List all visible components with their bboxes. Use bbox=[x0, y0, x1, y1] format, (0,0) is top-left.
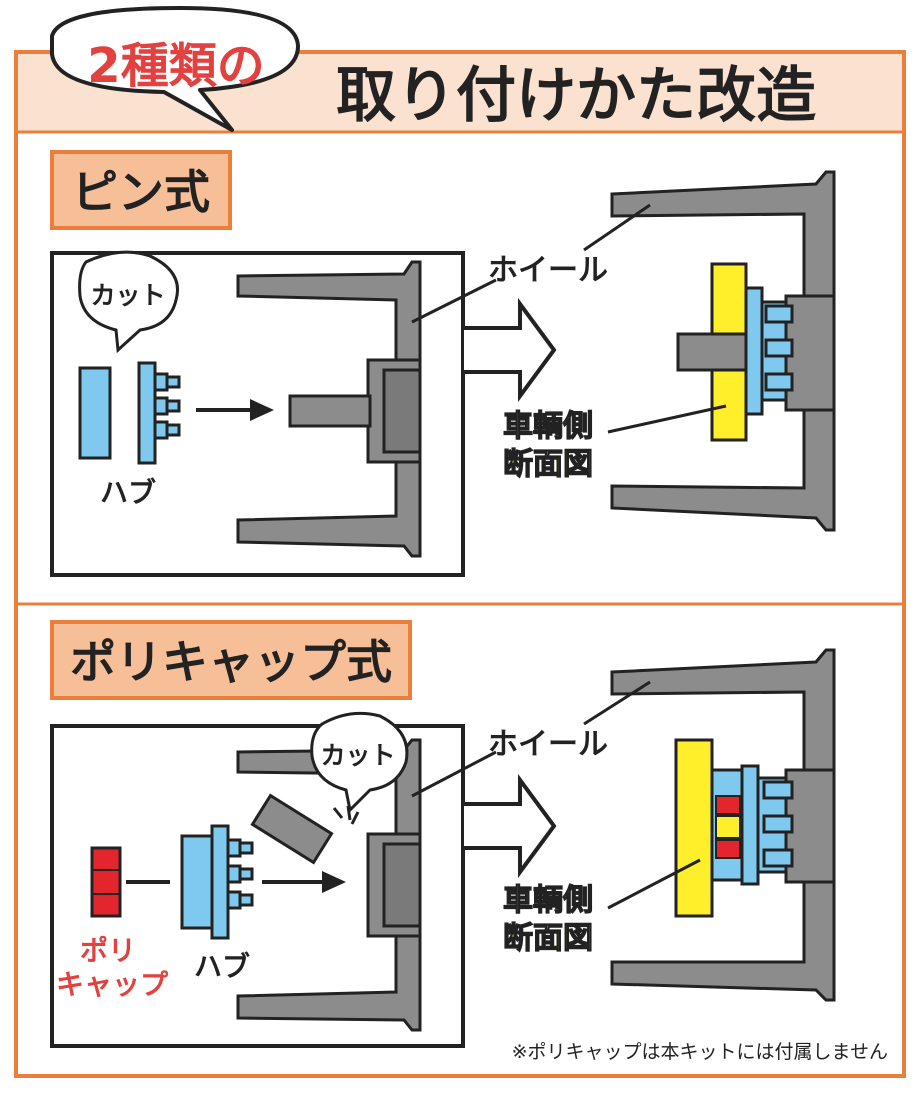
header-badge: 2種類の bbox=[50, 6, 300, 132]
section-pin: ピン式 カット ハブ bbox=[50, 150, 836, 577]
pin-title: ピン式 bbox=[72, 165, 210, 219]
pin-cross-section-label-1: 車輌側 bbox=[503, 409, 593, 444]
polycap-hub bbox=[180, 824, 254, 940]
pin-hub bbox=[78, 361, 181, 465]
header-badge-shape bbox=[50, 6, 300, 132]
pin-wheel-label: ホイール bbox=[488, 253, 608, 288]
polycap-cut-bubble-text: カット bbox=[320, 741, 395, 770]
footnote: ※ポリキャップは本キットには付属しません bbox=[512, 1041, 888, 1063]
polycap-wheel-leader bbox=[411, 750, 497, 798]
pin-wheel-leader-right bbox=[583, 203, 651, 252]
pin-wheel-left bbox=[236, 260, 422, 558]
pin-cut-bubble-text: カット bbox=[90, 281, 165, 310]
page-title: 取り付けかた改造 bbox=[336, 61, 816, 131]
pin-wheel-leader bbox=[411, 278, 497, 324]
polycap-label-1: ポリ bbox=[80, 934, 136, 967]
polycap-title-box bbox=[50, 620, 412, 700]
pin-cross-section-label-2: 断面図 bbox=[503, 447, 593, 482]
pin-section-leader bbox=[607, 404, 727, 434]
polycap-cut-piece bbox=[250, 793, 334, 865]
polycap-cross-section bbox=[610, 648, 836, 1002]
pin-hub-label: ハブ bbox=[100, 476, 156, 509]
polycap-cross-section-label-2: 断面図 bbox=[503, 921, 593, 956]
pin-title-box bbox=[50, 150, 232, 230]
outline-arrow-icon bbox=[464, 297, 557, 403]
arrow-right-icon bbox=[262, 871, 346, 893]
polycap-section-leader bbox=[607, 858, 701, 910]
speech-bubble-icon bbox=[78, 250, 179, 354]
polycap-wheel-leader-right bbox=[583, 680, 651, 726]
polycap-label-2: キャップ bbox=[56, 968, 169, 1001]
header-badge-text: 2種類の bbox=[87, 38, 264, 94]
outline-arrow-icon bbox=[464, 773, 557, 879]
speech-bubble-icon bbox=[310, 711, 409, 814]
polycap-cross-section-label-1: 車輌側 bbox=[503, 883, 593, 918]
polycap-hub-label: ハブ bbox=[194, 950, 250, 983]
arrow-right-icon bbox=[196, 399, 274, 421]
section-polycap: ポリキャップ式 カット bbox=[50, 620, 836, 1048]
polycap-wheel-label: ホイール bbox=[488, 727, 608, 762]
cut-spark-lines bbox=[332, 805, 360, 825]
polycap-title: ポリキャップ式 bbox=[70, 635, 392, 689]
polycap-piece bbox=[90, 846, 122, 918]
pin-cross-section bbox=[610, 170, 836, 532]
